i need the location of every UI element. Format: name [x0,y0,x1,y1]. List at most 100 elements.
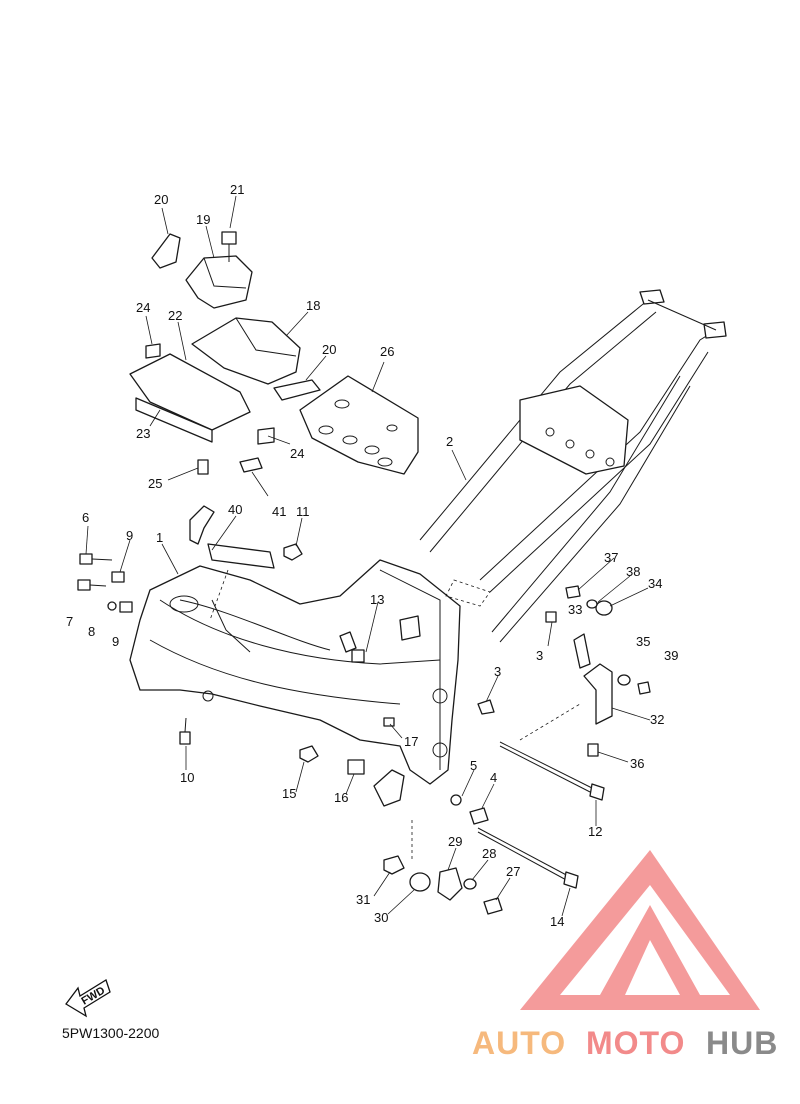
diagram-code: 5PW1300-2200 [62,1025,160,1041]
callout-33: 33 [568,602,582,617]
part-30-collar [409,872,431,892]
callout-41: 41 [272,504,286,519]
callout-27: 27 [506,864,520,879]
part-24-clip-a [145,343,161,359]
callout-labels: 20 21 19 24 22 18 20 26 23 24 25 41 2 40… [66,182,678,929]
callout-24a: 24 [136,300,150,315]
callout-7: 7 [66,614,73,629]
callout-17: 17 [404,734,418,749]
callout-34: 34 [648,576,662,591]
part-24-clip-b [257,427,275,445]
part-39-nut [637,681,651,695]
callout-13: 13 [370,592,384,607]
part-26-plate [299,375,419,475]
part-5-washer [450,794,462,806]
part-29-bracket [437,867,463,901]
rear-cover-assembly [129,231,419,475]
part-20-pad-lower [273,379,321,401]
part-14-long-bolt [477,827,573,879]
part-34-damper [595,600,613,616]
callout-40: 40 [228,502,242,517]
part-20-pad-upper [151,233,181,269]
part-23-rail [135,397,213,443]
leader-lines [85,195,651,917]
callout-6: 6 [82,510,89,525]
callout-16: 16 [334,790,348,805]
callout-14: 14 [550,914,564,929]
callout-10: 10 [180,770,194,785]
fwd-label: FWD [79,985,107,1008]
callout-15: 15 [282,786,296,801]
part-9-collar-a [111,571,125,583]
assembly-guides [209,569,581,862]
part-27-bolt [483,897,503,915]
watermark-moto: MOTO [586,1025,685,1061]
callout-24b: 24 [290,446,304,461]
callout-38: 38 [626,564,640,579]
callout-20b: 20 [322,342,336,357]
callout-35: 35 [636,634,650,649]
callout-8: 8 [88,624,95,639]
part-19-cover [185,255,253,309]
callout-5: 5 [470,758,477,773]
part-28-washer [463,878,477,890]
part-40-pad-a [189,505,215,545]
part-21-bolt [221,231,237,245]
part-35-nut [617,674,631,686]
part-31-nut [383,855,405,875]
callout-26: 26 [380,344,394,359]
part-32-bracket [583,663,613,725]
callout-22: 22 [168,308,182,323]
callout-36: 36 [630,756,644,771]
part-1-main-frame [129,559,461,785]
callout-19: 19 [196,212,210,227]
part-3-bolt-a [545,611,557,623]
part-33-clip [573,633,591,669]
part-22-bracket [129,353,251,431]
part-13-collar [351,649,365,663]
frame-body [129,559,461,785]
part-10-bolt [179,731,191,745]
part-41-damper [239,457,263,473]
callout-31: 31 [356,892,370,907]
callout-21: 21 [230,182,244,197]
callout-25: 25 [148,476,162,491]
watermark-logo: AUTO MOTO HUB [472,850,778,1061]
callout-12: 12 [588,824,602,839]
callout-1: 1 [156,530,163,545]
part-2-rear-frame [419,289,727,643]
watermark-inner-mark-icon [600,905,700,995]
callout-37: 37 [604,550,618,565]
callout-2: 2 [446,434,453,449]
part-18-cover [191,317,301,385]
part-8-washer [107,601,117,611]
part-37-bolt [565,585,581,599]
watermark-auto: AUTO [472,1025,566,1061]
fwd-arrow-icon: FWD [65,979,111,1018]
callout-39: 39 [664,648,678,663]
callout-29: 29 [448,834,462,849]
part-9-collar-b [119,601,133,613]
part-7-bolt [77,579,91,591]
callout-23: 23 [136,426,150,441]
callout-11: 11 [296,504,310,519]
part-4-bolt [469,807,489,825]
part-15-nut [299,745,319,763]
callout-30: 30 [374,910,388,925]
callout-32: 32 [650,712,664,727]
callout-3a: 3 [536,648,543,663]
part-38-washer [586,599,598,609]
callout-4: 4 [490,770,497,785]
watermark-triangle-icon [520,850,760,1010]
part-12-long-bolt [499,741,597,791]
callout-9b: 9 [112,634,119,649]
part-40-pad-b [207,543,275,569]
watermark-hub: HUB [706,1025,778,1061]
callout-20a: 20 [154,192,168,207]
callout-18: 18 [306,298,320,313]
hardware [77,505,651,915]
part-11-nut [283,543,303,561]
callout-3b: 3 [494,664,501,679]
callout-9a: 9 [126,528,133,543]
